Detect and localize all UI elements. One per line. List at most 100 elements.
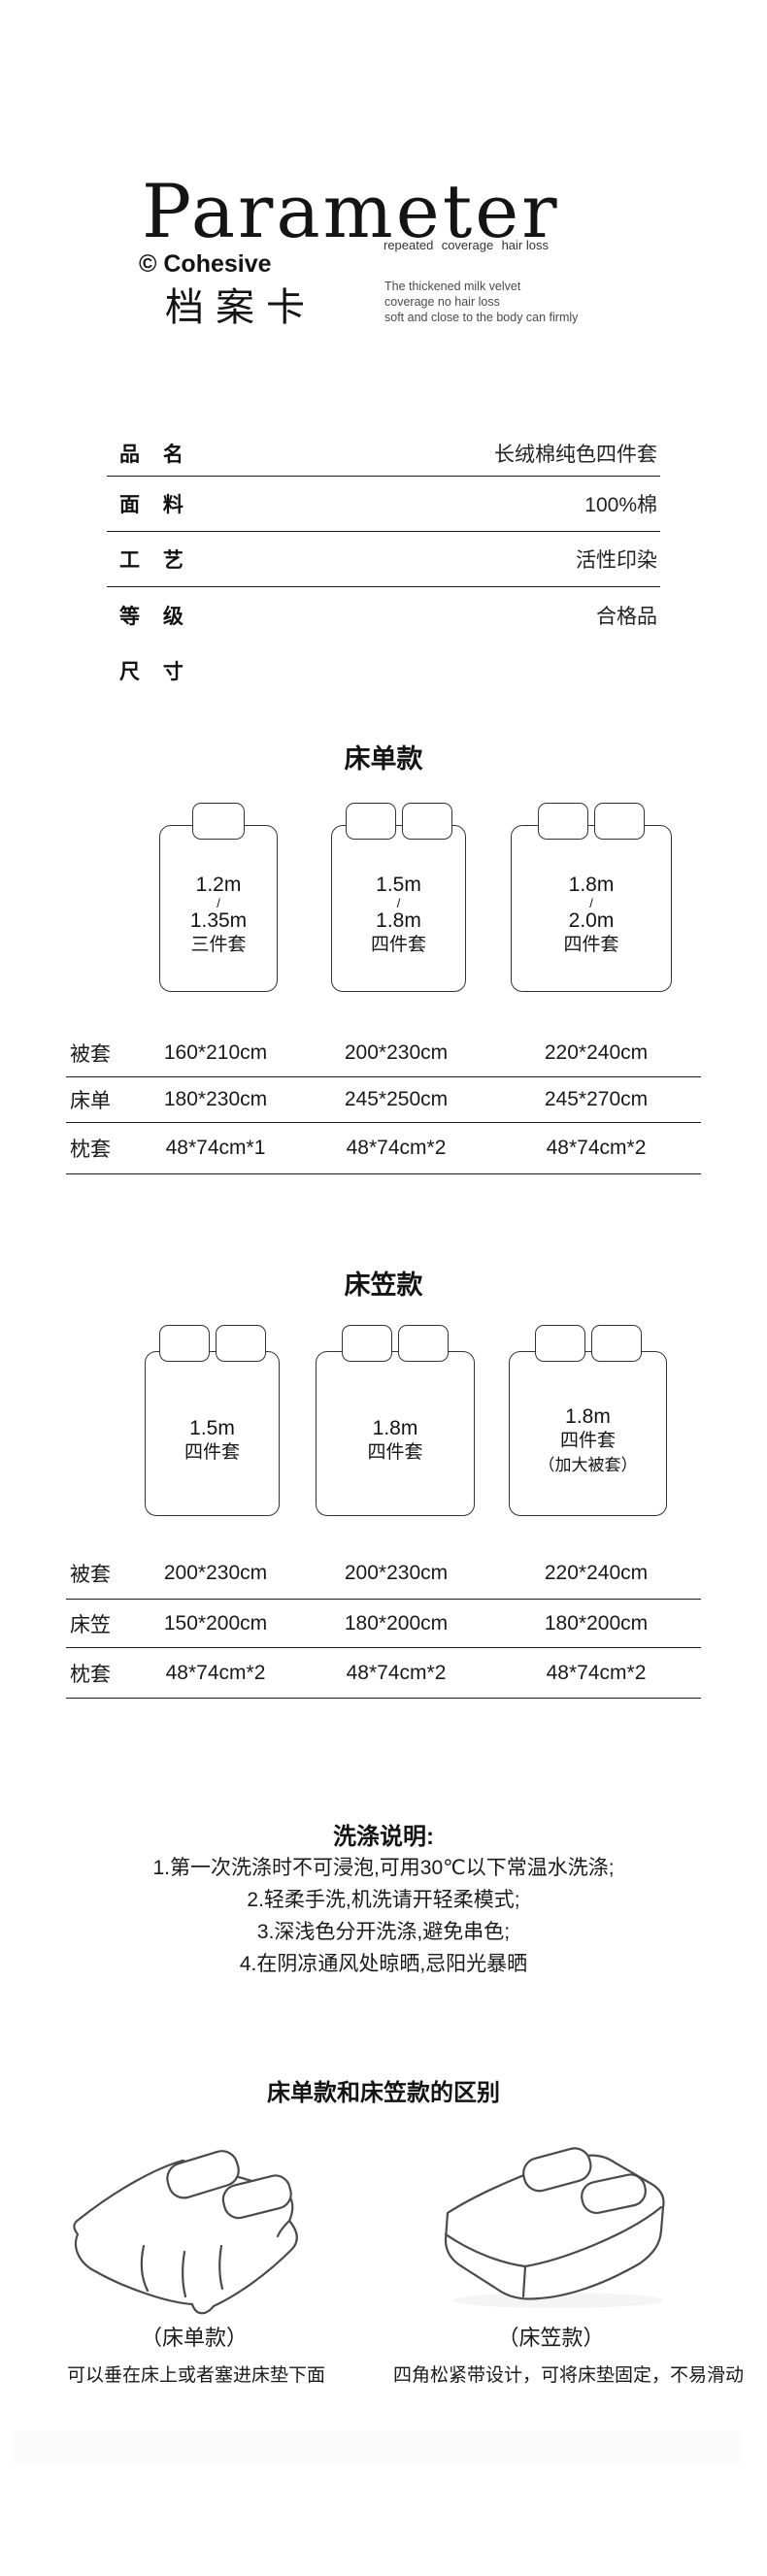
bed-size-label: 1.5m / 1.8m 四件套 (332, 826, 465, 958)
cell-value: 160*210cm (163, 1040, 268, 1064)
set-count-label: 四件套 (370, 935, 426, 955)
table-row: 床笠 150*200cm 180*200cm 180*200cm (66, 1600, 701, 1648)
bed-diagram-fitted-1.5m: 1.5m 四件套 (145, 1325, 280, 1516)
spec-label: 面 料 (119, 494, 183, 516)
pillow-row (510, 1325, 666, 1362)
sheet-style-description: 可以垂在床上或者塞进床垫下面 (66, 2365, 325, 2386)
cell-value: 200*230cm (163, 1562, 268, 1584)
bed-size-label: 1.2m / 1.35m 三件套 (160, 826, 277, 958)
keyword: repeated (384, 238, 434, 252)
difference-title: 床单款和床笠款的区别 (267, 2080, 500, 2106)
cell-value: 48*74cm*2 (346, 1661, 447, 1684)
spec-label: 工 艺 (119, 549, 183, 572)
description-line: soft and close to the body can firmly (384, 311, 579, 324)
bed-diagram-fitted-1.8m-xl: 1.8m 四件套 （加大被套） (509, 1325, 667, 1516)
card-label: 档案卡 (165, 286, 317, 329)
bed-size-label: 1.8m 四件套 (317, 1352, 474, 1466)
row-label: 床单 (70, 1090, 111, 1112)
fitted-style-description: 四角松紧带设计，可将床垫固定，不易滑动 (393, 2365, 745, 2386)
pillow-icon (342, 1325, 392, 1362)
washing-title: 洗涤说明: (333, 1824, 434, 1850)
sheet-size-table: 被套 160*210cm 200*230cm 220*240cm 床单 180*… (66, 1029, 701, 1174)
fitted-mattress-icon (444, 2147, 665, 2308)
cell-value: 180*200cm (344, 1611, 449, 1635)
spec-label: 尺 寸 (119, 660, 183, 683)
bed-size-label: 1.5m 四件套 (146, 1352, 279, 1466)
cell-value: 180*200cm (544, 1611, 649, 1635)
bed-diagram-1.5m: 1.5m / 1.8m 四件套 (331, 803, 466, 992)
bed-width: 1.8m (568, 874, 615, 896)
cell-value: 48*74cm*2 (165, 1661, 266, 1684)
spec-row: 品 名 长绒棉纯色四件套 (107, 430, 660, 477)
spec-row: 等 级 合格品 (107, 587, 660, 643)
pillow-icon (594, 803, 645, 840)
row-label: 被套 (70, 1042, 111, 1066)
cell-value: 200*230cm (344, 1562, 449, 1584)
row-label: 枕套 (70, 1139, 111, 1161)
pillow-icon (538, 803, 588, 840)
cell-value: 180*230cm (163, 1088, 268, 1110)
pillow-row (317, 1325, 474, 1362)
table-row: 枕套 48*74cm*2 48*74cm*2 48*74cm*2 (66, 1648, 701, 1699)
bed-length: 1.8m (376, 909, 421, 932)
fitted-size-table: 被套 200*230cm 200*230cm 220*240cm 床笠 150*… (66, 1548, 701, 1699)
size-divider: / (396, 896, 401, 910)
spec-value: 活性印染 (576, 549, 657, 572)
pillow-row (332, 803, 465, 840)
table-row: 被套 200*230cm 200*230cm 220*240cm (66, 1548, 701, 1600)
table-row: 床单 180*230cm 245*250cm 245*270cm (66, 1077, 701, 1123)
bed-diagram-fitted-1.8m: 1.8m 四件套 (316, 1325, 475, 1516)
pillow-icon (192, 803, 245, 840)
bed-width: 1.5m (376, 874, 421, 896)
washing-instructions: 1.第一次洗涤时不可浸泡,可用30℃以下常温水洗涤; 2.轻柔手洗,机洗请开轻柔… (0, 1852, 767, 1980)
cell-value: 48*74cm*2 (346, 1137, 447, 1159)
washing-instruction: 4.在阴凉通风处晾晒,忌阳光暴晒 (239, 1953, 528, 1975)
set-count-label: 四件套 (183, 1442, 240, 1463)
cell-value: 48*74cm*1 (165, 1137, 266, 1159)
spec-row: 尺 寸 (107, 643, 660, 698)
cell-value: 245*270cm (544, 1088, 649, 1110)
set-count-label: 四件套 (367, 1442, 423, 1463)
section-title-sheet: 床单款 (344, 744, 423, 774)
sheet-style-caption: （床单款） (140, 2326, 248, 2350)
row-label: 被套 (70, 1564, 111, 1586)
spec-table: 品 名 长绒棉纯色四件套 面 料 100%棉 工 艺 活性印染 等 级 合格品 … (107, 430, 660, 698)
bed-width: 1.8m (372, 1417, 418, 1439)
bed-size-label: 1.8m 四件套 （加大被套） (510, 1352, 666, 1477)
pillow-row (146, 1325, 279, 1362)
spec-row: 工 艺 活性印染 (107, 532, 660, 587)
cell-value: 150*200cm (163, 1611, 268, 1635)
keyword: hair loss (501, 238, 549, 252)
row-label: 枕套 (70, 1663, 111, 1686)
cell-value: 48*74cm*2 (546, 1137, 647, 1159)
cell-value: 200*230cm (344, 1040, 449, 1064)
cell-value: 48*74cm*2 (546, 1661, 647, 1684)
bed-length: 2.0m (568, 909, 615, 932)
page-title: Parameter (142, 168, 560, 254)
spec-value: 合格品 (596, 605, 657, 628)
draped-bed-icon (73, 2150, 298, 2315)
section-title-fitted: 床笠款 (344, 1271, 423, 1300)
description-line: The thickened milk velvet (384, 280, 521, 293)
pillow-row (512, 803, 671, 840)
description-line: coverage no hair loss (384, 295, 500, 309)
bed-width: 1.8m (565, 1405, 611, 1428)
bed-width: 1.2m (195, 874, 242, 896)
bed-diagram-1.8m: 1.8m / 2.0m 四件套 (511, 803, 672, 992)
spec-row: 面 料 100%棉 (107, 477, 660, 532)
set-count-label: 四件套 (563, 935, 619, 955)
pillow-icon (398, 1325, 449, 1362)
bed-width: 1.5m (189, 1417, 235, 1439)
spec-label: 品 名 (119, 443, 183, 466)
washing-instruction: 1.第一次洗涤时不可浸泡,可用30℃以下常温水洗涤; (152, 1857, 615, 1879)
spec-value: 100%棉 (584, 494, 657, 516)
pillow-icon (401, 803, 452, 840)
cell-value: 245*250cm (344, 1088, 449, 1110)
size-divider: / (217, 896, 220, 910)
pillow-row (160, 803, 277, 840)
brand-label: © Cohesive (139, 250, 272, 278)
bed-diagram-1.2m: 1.2m / 1.35m 三件套 (159, 803, 278, 992)
pillow-icon (534, 1325, 585, 1362)
row-label: 床笠 (70, 1613, 111, 1636)
spec-value: 长绒棉纯色四件套 (494, 443, 657, 466)
